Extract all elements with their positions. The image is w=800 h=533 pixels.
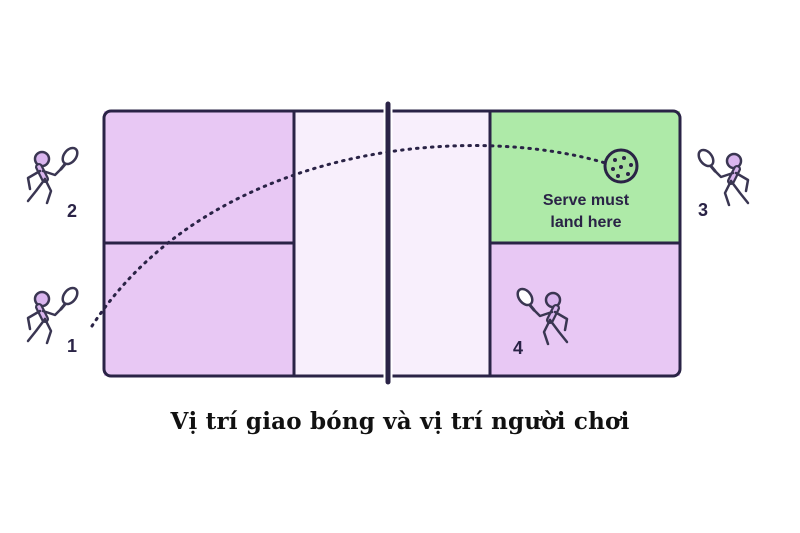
- player-serving-icon: [28, 145, 80, 203]
- right-court-bottom-box: [490, 243, 680, 376]
- diagram-caption: Vị trí giao bóng và vị trí người chơi: [170, 408, 630, 435]
- player-3-number: 3: [698, 200, 708, 220]
- left-court-top-box: [104, 111, 294, 243]
- player-serving-icon: [696, 147, 748, 205]
- serve-trajectory: [90, 144, 614, 328]
- player-serving-icon: [28, 285, 80, 343]
- left-kitchen: [294, 111, 388, 376]
- player-2-number: 2: [67, 201, 77, 221]
- serve-zone-label-line1: Serve must: [543, 192, 630, 209]
- player-2: 2: [28, 145, 80, 221]
- pickleball-icon: [603, 148, 639, 184]
- serve-target-box: [490, 111, 680, 243]
- right-kitchen: [388, 111, 490, 376]
- player-4-number: 4: [513, 338, 523, 358]
- player-1-number: 1: [67, 336, 77, 356]
- serve-zone-label-line2: land here: [550, 214, 621, 231]
- player-1: 1: [28, 285, 80, 356]
- player-4: 4: [513, 286, 567, 358]
- left-court-bottom-box: [104, 243, 294, 376]
- player-3: 3: [696, 147, 748, 220]
